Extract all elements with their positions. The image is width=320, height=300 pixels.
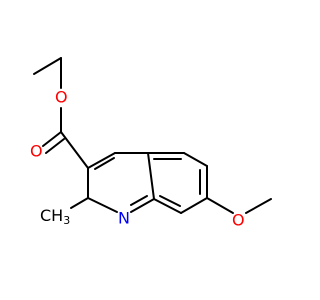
methyl-label: CH3 [40, 206, 70, 228]
bond-ethyl-c1-c2 [33, 57, 62, 75]
bond-c5-c6 [183, 152, 208, 167]
bond-c8-c8a-inner [159, 195, 181, 207]
molecule-structure: O O N O CH3 [30, 57, 272, 230]
methyl-subscript-text: 3 [63, 214, 70, 227]
bond-c7-c8 [180, 197, 208, 214]
bond-c8a-n1 [130, 198, 155, 213]
bond-methoxy-o-ch3 [245, 198, 272, 214]
bond-carbonyl-double-1 [42, 131, 62, 147]
bond-c2-methyl [70, 197, 89, 209]
bond-n1-c2 [87, 197, 118, 213]
bond-carbonyl-double-2 [45, 138, 65, 154]
bond-c3-c4-inner [94, 157, 115, 170]
ester-oxygen-label: O [55, 88, 68, 107]
bond-carbonyl-c-c3 [60, 131, 89, 169]
bond-c4a-c8a [147, 152, 155, 200]
bond-c8-c8a [153, 198, 182, 214]
methyl-main-text: CH [40, 206, 63, 225]
bond-c8a-n1-inner [130, 195, 148, 206]
carbonyl-oxygen-label: O [30, 142, 43, 161]
ring-nitrogen-label: N [118, 209, 130, 228]
bond-c7-methoxy-o [206, 197, 234, 214]
bond-c3-c4 [87, 152, 116, 169]
methoxy-oxygen-label: O [232, 211, 245, 230]
